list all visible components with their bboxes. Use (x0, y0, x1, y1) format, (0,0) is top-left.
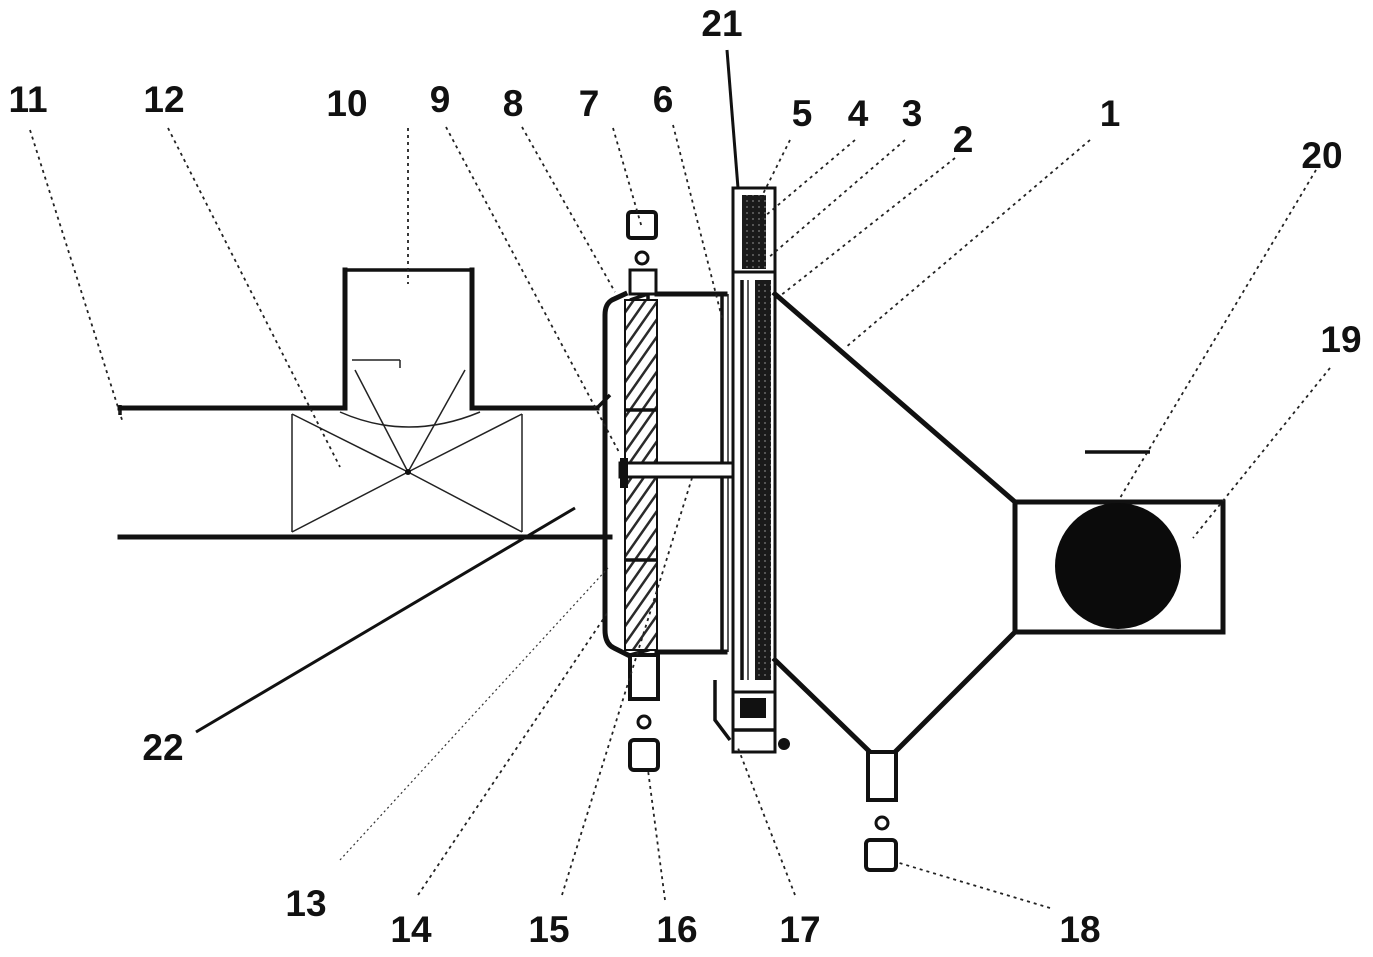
label-19: 19 (1320, 319, 1361, 360)
label-11: 11 (8, 79, 47, 120)
outlet-duct (1012, 450, 1226, 635)
bottom-connector (628, 653, 660, 772)
reference-numerals: 1 2 3 4 5 6 7 8 9 10 11 12 13 14 15 16 1… (8, 3, 1361, 950)
label-1: 1 (1100, 93, 1121, 134)
label-12: 12 (143, 79, 184, 120)
label-14: 14 (390, 909, 432, 950)
label-18: 18 (1059, 909, 1100, 950)
label-21: 21 (701, 3, 742, 44)
label-6: 6 (653, 79, 674, 120)
label-17: 17 (779, 909, 820, 950)
top-connector (626, 210, 658, 296)
label-10: 10 (326, 83, 367, 124)
inlet-duct (117, 393, 613, 540)
branch-chamber (342, 267, 475, 411)
label-7: 7 (579, 83, 600, 124)
label-13: 13 (285, 883, 326, 924)
label-3: 3 (902, 93, 923, 134)
cone-body (771, 290, 1019, 756)
leader-lines (29, 49, 1331, 909)
flange-assembly (713, 186, 790, 754)
mixing-section (291, 369, 523, 533)
label-22: 22 (142, 727, 183, 768)
label-15: 15 (528, 909, 569, 950)
label-16: 16 (656, 909, 697, 950)
label-9: 9 (430, 79, 451, 120)
label-4: 4 (848, 93, 869, 134)
label-8: 8 (503, 83, 524, 124)
filter-housing (602, 290, 742, 659)
label-2: 2 (953, 119, 974, 160)
discharge-valve (864, 750, 898, 872)
label-20: 20 (1301, 135, 1342, 176)
label-5: 5 (792, 93, 813, 134)
